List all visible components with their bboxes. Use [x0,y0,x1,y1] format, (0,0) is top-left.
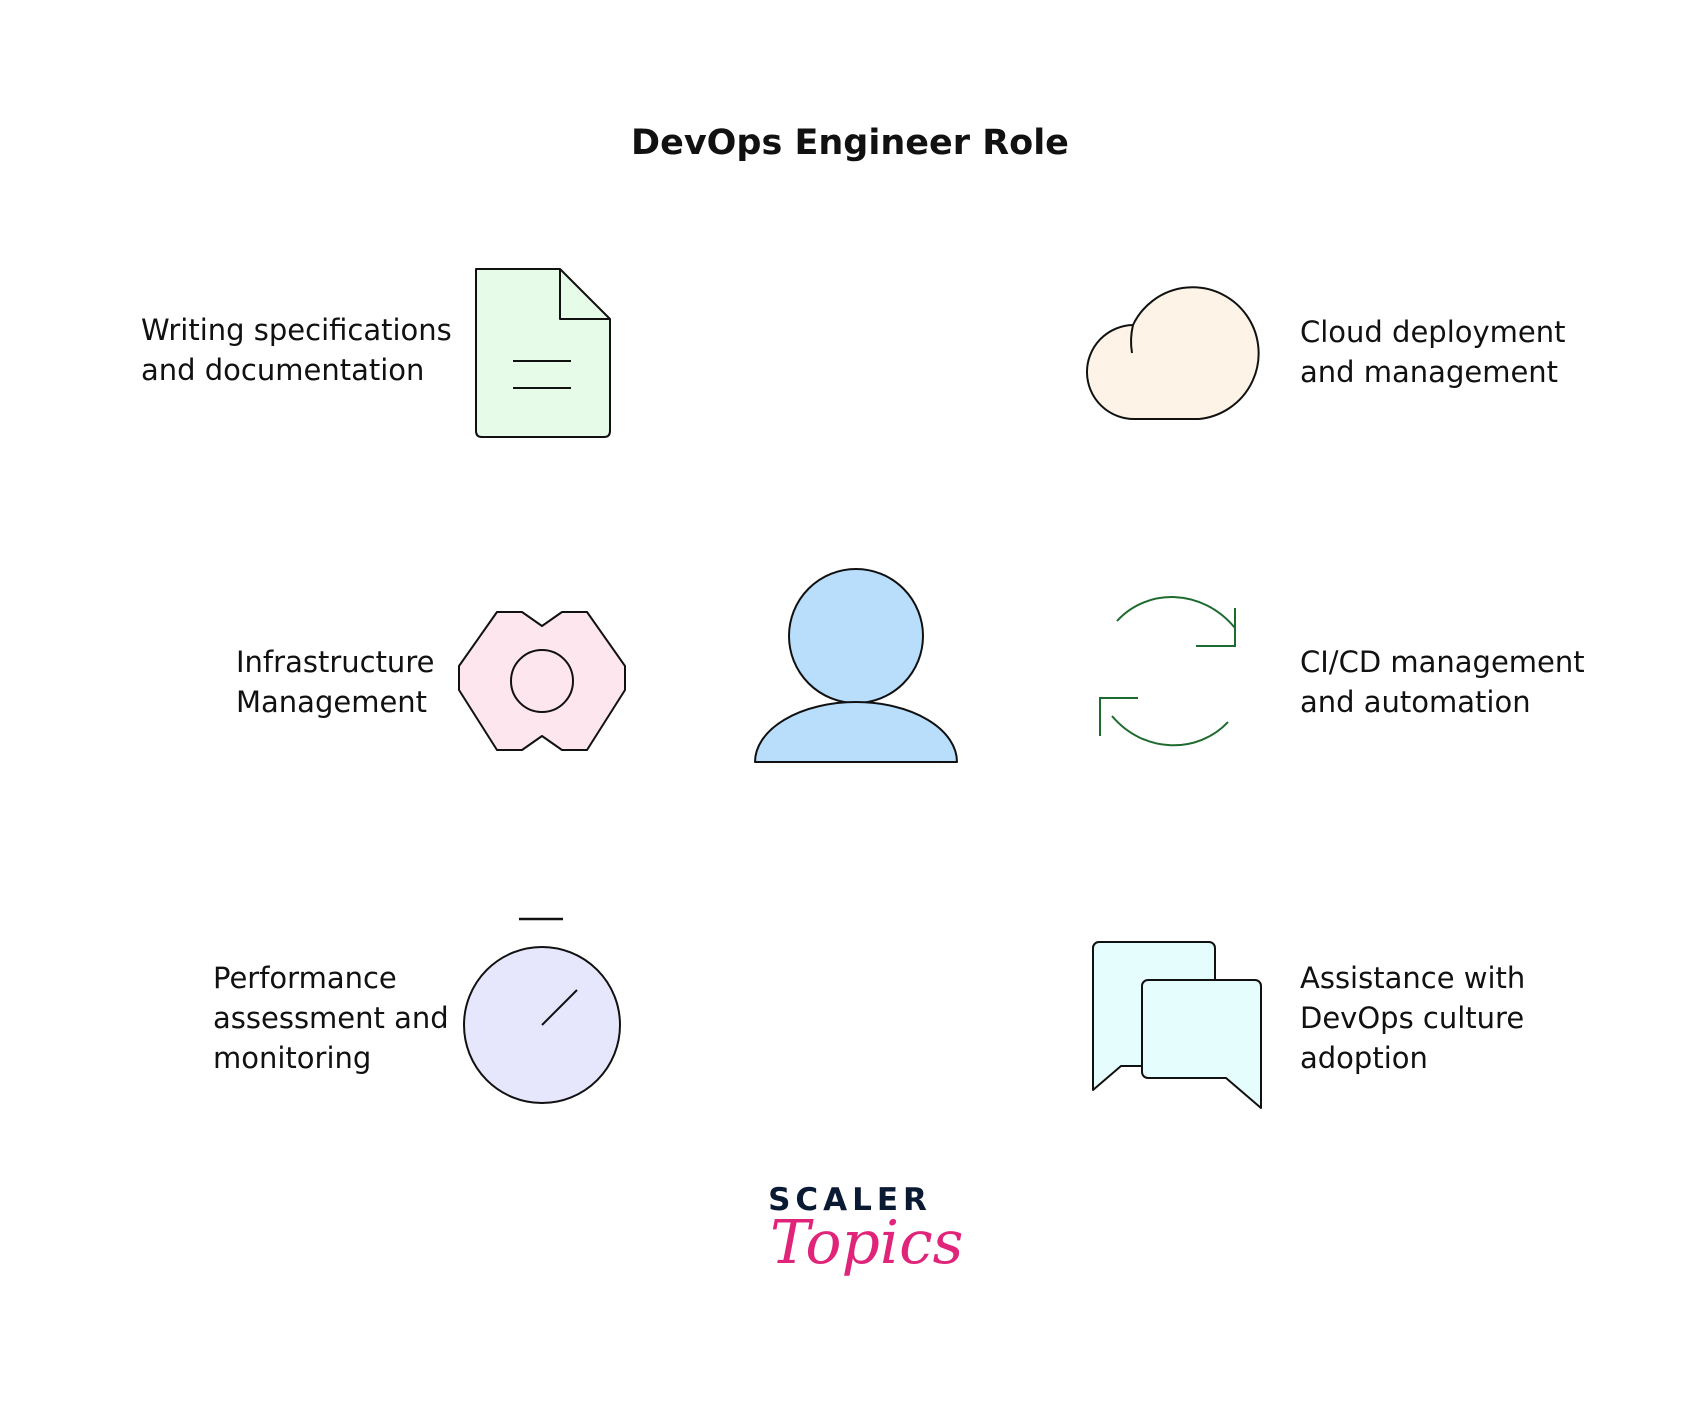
role-label-documentation: Writing specifications and documentation [141,310,452,390]
role-label-line: monitoring [213,1041,372,1075]
role-label-infrastructure: Infrastructure Management [236,642,434,722]
role-label-line: adoption [1300,1041,1428,1075]
gear-icon [458,611,626,751]
role-label-culture: Assistance with DevOps culture adoption [1300,958,1525,1078]
diagram-title: DevOps Engineer Role [631,123,1069,163]
role-label-line: and documentation [141,353,425,387]
role-label-cicd: CI/CD management and automation [1300,642,1585,722]
cloud-icon [1086,286,1260,421]
role-label-line: and management [1300,355,1559,389]
stopwatch-icon [463,917,621,1104]
logo-brand: SCALER [768,1182,932,1218]
role-label-line: and automation [1300,685,1531,719]
role-label-line: assessment and [213,1001,449,1035]
sync-arrows-icon [1099,596,1236,747]
role-label-line: Writing specifications [141,313,452,347]
chat-bubbles-icon [1092,941,1262,1109]
document-icon [475,268,611,438]
role-label-line: Cloud deployment [1300,315,1566,349]
role-label-performance: Performance assessment and monitoring [213,958,449,1078]
role-label-line: CI/CD management [1300,645,1585,679]
role-label-line: DevOps culture [1300,1001,1525,1035]
role-label-line: Infrastructure [236,645,435,679]
role-label-line: Management [236,685,428,719]
role-label-cloud: Cloud deployment and management [1300,312,1566,392]
person-icon [754,568,958,763]
role-label-line: Assistance with [1300,961,1526,995]
logo-subbrand: Topics [770,1208,964,1278]
role-label-line: Performance [213,961,397,995]
